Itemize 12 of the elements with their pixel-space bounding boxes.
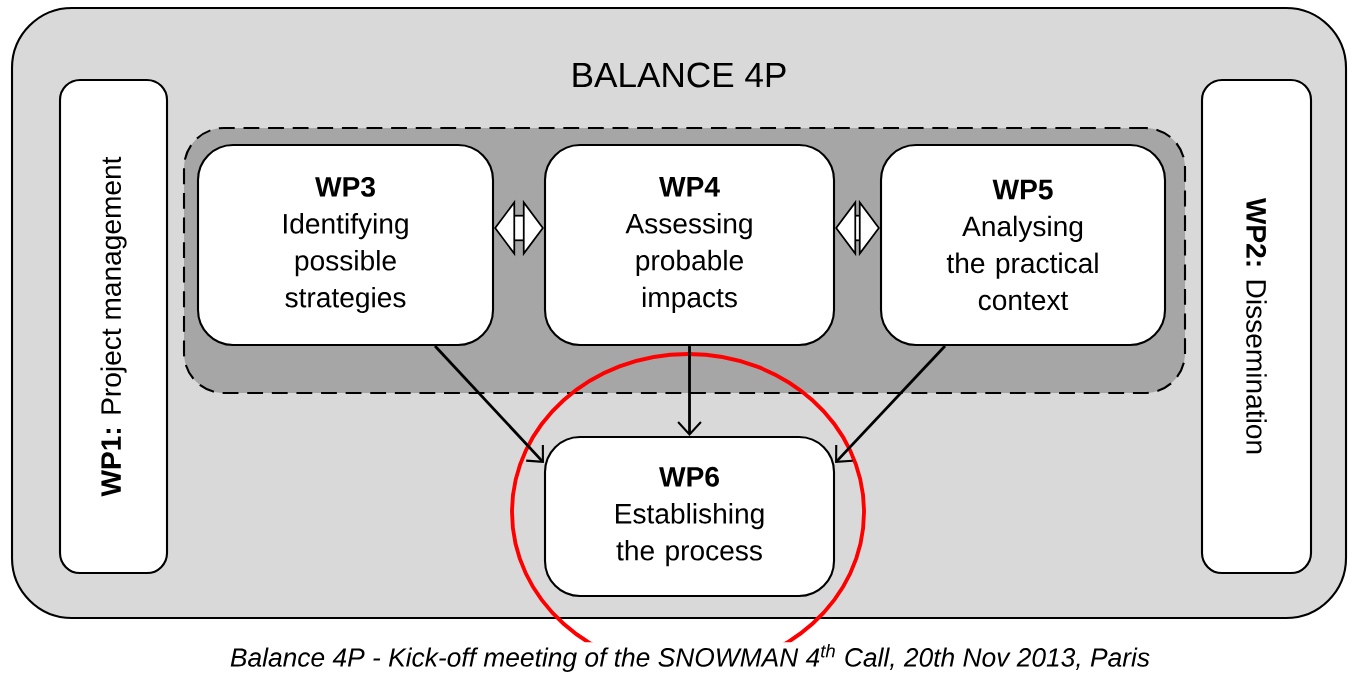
caption: Balance 4P - Kick-off meeting of the SNOWMAN 4$^{th}$ Call, 20th Nov 2013, Paris	[228, 642, 1152, 674]
double-block-arrow	[835, 199, 880, 257]
work-package-box: WP3 Identifying possible strategies	[196, 143, 495, 347]
work-package-box: WP1: Project management	[58, 78, 169, 575]
work-package-box: WP2: Dissemination	[1200, 78, 1313, 575]
double-block-arrow	[494, 199, 544, 257]
arrow	[677, 346, 702, 436]
work-package-box: WP5 Analysing the practical context	[879, 143, 1167, 347]
work-package-box: WP4 Assessing probable impacts	[543, 143, 836, 347]
arrow	[434, 345, 544, 463]
work-package-box: WP6 Establishing the process	[543, 435, 836, 598]
arrow	[835, 345, 947, 463]
